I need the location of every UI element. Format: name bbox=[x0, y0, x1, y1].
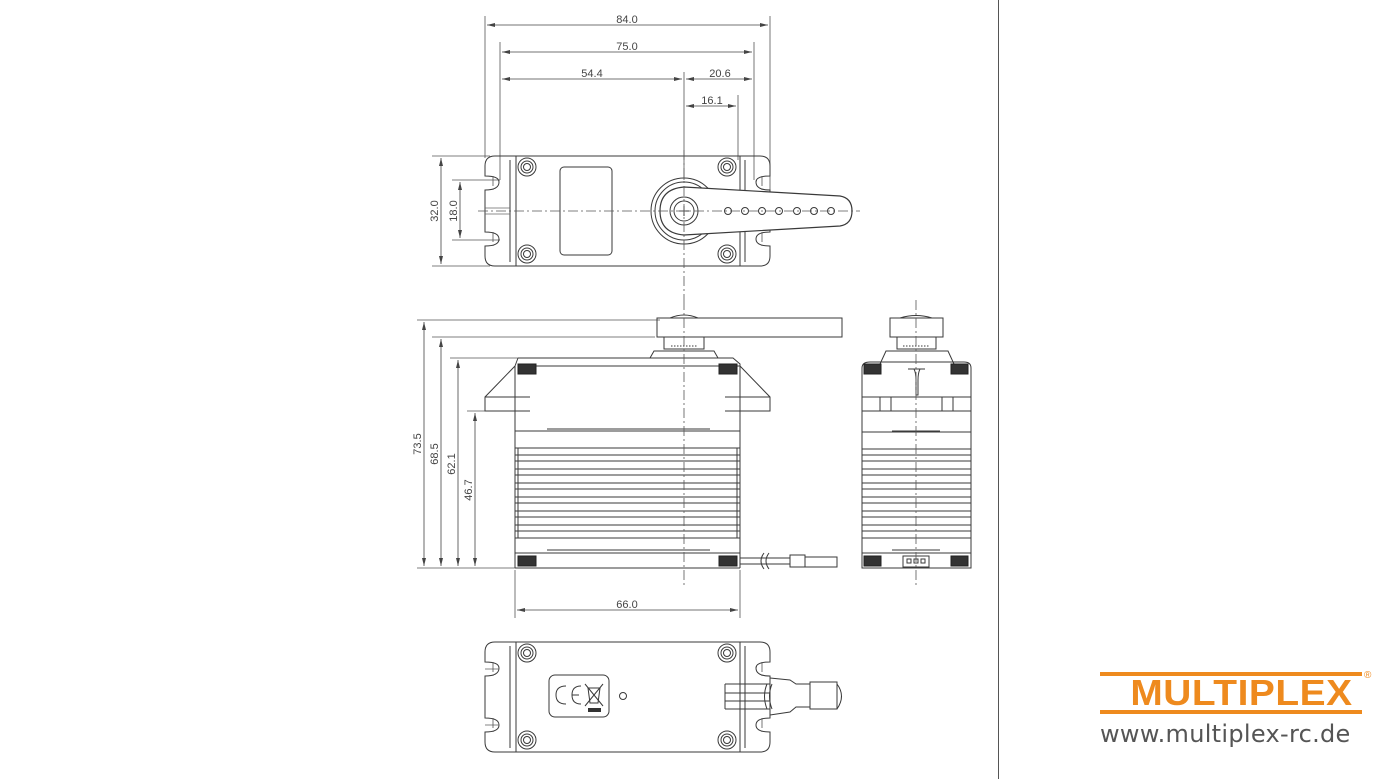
brand-name: MULTIPLEX bbox=[1130, 672, 1353, 713]
dim-hole-to-shaft: 54.4 bbox=[502, 68, 682, 81]
dim-width: 32.0 bbox=[429, 158, 443, 264]
dim-label-62-1: 62.1 bbox=[446, 453, 458, 474]
hex-nut bbox=[517, 363, 537, 375]
dim-label-20-6: 20.6 bbox=[709, 68, 730, 80]
dim-label-16-1: 16.1 bbox=[701, 95, 722, 107]
brand-block: MULTIPLEX ® www.multiplex-rc.de bbox=[1100, 670, 1371, 748]
bottom-cable bbox=[724, 677, 842, 716]
hex-nut bbox=[718, 555, 738, 567]
dim-shaft-to-edge: 16.1 bbox=[686, 95, 736, 108]
vertical-divider bbox=[998, 0, 999, 779]
dim-flange-height: 46.7 bbox=[463, 413, 477, 566]
hex-nut bbox=[863, 363, 882, 375]
end-view bbox=[861, 300, 972, 585]
dim-label-54-4: 54.4 bbox=[581, 68, 602, 80]
dim-hole-spacing: 75.0 bbox=[502, 41, 752, 54]
bottom-view bbox=[484, 641, 842, 753]
ce-weee-marking bbox=[548, 674, 627, 718]
hex-nut bbox=[950, 555, 969, 567]
dim-label-18: 18.0 bbox=[448, 200, 460, 221]
dim-shaft-to-hole: 20.6 bbox=[686, 68, 752, 81]
registered-mark: ® bbox=[1364, 670, 1372, 681]
hex-nut bbox=[950, 363, 969, 375]
screw-boss bbox=[517, 157, 737, 264]
dim-label-75: 75.0 bbox=[616, 41, 637, 53]
top-view: 84.0 75.0 54.4 20.6 16.1 bbox=[429, 14, 860, 300]
hex-nut bbox=[718, 363, 738, 375]
brand-logo: MULTIPLEX ® bbox=[1100, 670, 1371, 716]
dim-label-32: 32.0 bbox=[429, 200, 441, 221]
logo-bar-bottom bbox=[1100, 710, 1362, 714]
dim-height-spline: 68.5 bbox=[429, 339, 443, 566]
dim-case-length: 66.0 bbox=[517, 599, 738, 612]
dim-case-height: 62.1 bbox=[446, 360, 460, 566]
dim-hole-vertical: 18.0 bbox=[448, 182, 462, 238]
dim-label-68-5: 68.5 bbox=[429, 443, 441, 464]
hex-nut bbox=[517, 555, 537, 567]
brand-url: www.multiplex-rc.de bbox=[1100, 720, 1351, 748]
hex-nut bbox=[863, 555, 882, 567]
dim-height-horn: 73.5 bbox=[412, 322, 426, 566]
dim-overall-length: 84.0 bbox=[487, 14, 768, 27]
dim-label-84: 84.0 bbox=[616, 14, 637, 26]
cooling-fins bbox=[514, 448, 741, 538]
servo-cable bbox=[740, 552, 838, 570]
dim-label-73-5: 73.5 bbox=[412, 433, 424, 454]
logo-bar-top bbox=[1100, 672, 1362, 676]
side-view: 73.5 68.5 62.1 46.7 bbox=[412, 300, 843, 618]
dim-label-66: 66.0 bbox=[616, 599, 637, 611]
dim-label-46-7: 46.7 bbox=[463, 479, 475, 500]
